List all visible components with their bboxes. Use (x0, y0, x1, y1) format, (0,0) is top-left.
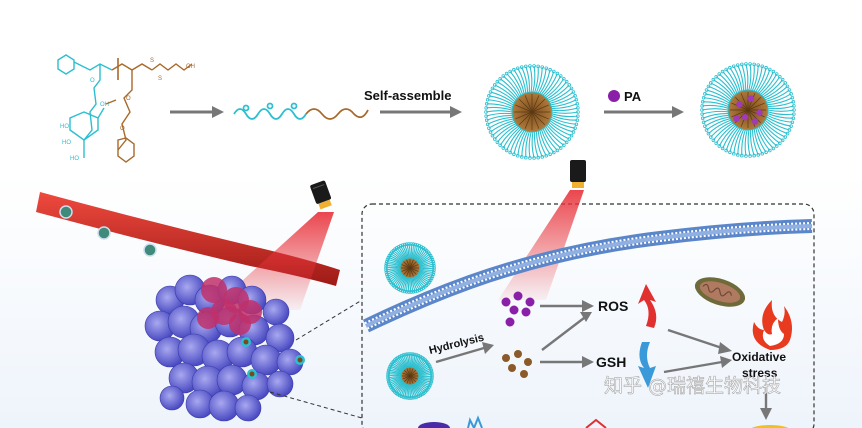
polymer-structure: HO HO HO OH O OH S S O O (57, 54, 195, 163)
pa-dot-icon (608, 90, 620, 102)
oh-label-2: OH (100, 102, 109, 108)
o-label-3: O (120, 126, 125, 132)
arrow-cross-to-ros (541, 312, 592, 351)
stress-label: stress (742, 366, 778, 380)
laser-device-icon-2 (570, 160, 586, 188)
arrow-hydrolysis (435, 342, 494, 364)
arrow-to-ros (540, 300, 594, 312)
arrow-gsh-to-stress (663, 356, 732, 374)
ho-label-2: HO (62, 140, 71, 146)
tumor-cluster (144, 274, 305, 422)
gsh-decrease-arrow-icon (638, 342, 656, 388)
amphiphilic-chain (233, 102, 369, 120)
o-label-1: O (90, 78, 95, 84)
laser-device-icon (310, 180, 332, 210)
zoom-line-top (295, 299, 363, 341)
arrow-ros-to-stress (667, 328, 732, 354)
cell-membrane (362, 219, 813, 333)
micelle-in-panel-top (384, 242, 436, 294)
micelle-in-panel-bottom (386, 352, 434, 400)
pa-label: PA (624, 89, 642, 104)
oh-label: OH (186, 64, 195, 70)
ros-label: ROS (598, 298, 628, 314)
pa-release-cluster (501, 291, 535, 327)
zoom-line-bottom (269, 391, 363, 419)
self-assemble-label: Self-assemble (364, 88, 451, 103)
arrow-self-assemble (380, 106, 462, 118)
ho-label: HO (60, 124, 69, 130)
bottom-cropped-elements (418, 415, 789, 428)
ros-increase-arrow-icon (638, 284, 657, 328)
s-label-2: S (158, 76, 162, 82)
oxidative-label: Oxidative (732, 350, 786, 364)
watermark-text: 知乎 @瑞禧生物科技 (604, 375, 781, 397)
gsh-label: GSH (596, 354, 626, 370)
s-label-1: S (150, 58, 154, 64)
ho-label-3: HO (70, 156, 79, 162)
gsh-dot-cluster (502, 350, 532, 378)
o-label-2: O (126, 96, 131, 102)
flame-icon (752, 300, 792, 350)
micelle-icon (484, 64, 580, 160)
arrow-stress-down (760, 384, 772, 420)
loaded-micelle-icon (700, 62, 796, 158)
arrow-to-gsh (540, 356, 594, 368)
mitochondrion-icon (694, 277, 746, 307)
arrow-structure-to-chain (170, 106, 224, 118)
zoom-panel (361, 203, 815, 428)
arrow-pa-loading (604, 106, 684, 118)
